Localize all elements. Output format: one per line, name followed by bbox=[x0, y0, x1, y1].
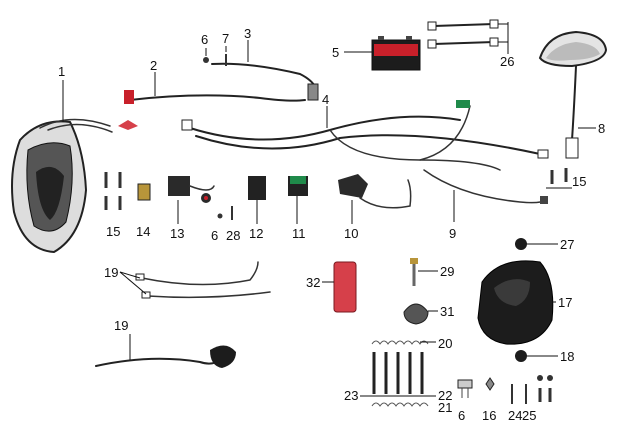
callout-3: 3 bbox=[244, 26, 251, 41]
callout-12: 12 bbox=[249, 226, 263, 241]
part-clip-23 bbox=[485, 377, 495, 391]
part-battery bbox=[371, 36, 421, 71]
callout-26a: 27 bbox=[560, 237, 574, 252]
part-headlight bbox=[11, 118, 113, 254]
callout-15b: 15 bbox=[572, 174, 586, 189]
part-relay-11 bbox=[288, 176, 308, 196]
callout-6b: 6 bbox=[211, 228, 218, 243]
callout-23: 16 bbox=[482, 408, 496, 423]
part-clips-19a bbox=[371, 340, 429, 345]
callout-20: 22 bbox=[438, 388, 452, 403]
part-main-harness bbox=[181, 100, 549, 171]
callout-2: 2 bbox=[150, 58, 157, 73]
part-screws-15b bbox=[550, 168, 568, 184]
callout-18: 31 bbox=[440, 304, 454, 319]
callout-8: 8 bbox=[598, 121, 605, 136]
part-cap-18 bbox=[403, 303, 429, 325]
part-sensor-17 bbox=[410, 258, 418, 286]
part-tail-light bbox=[538, 30, 608, 159]
callout-15a: 15 bbox=[106, 224, 120, 239]
callout-5: 5 bbox=[332, 45, 339, 60]
part-cable-9 bbox=[423, 169, 548, 204]
callout-27: 17 bbox=[558, 295, 572, 310]
callout-6c: 24 bbox=[508, 408, 522, 423]
part-cable-32 bbox=[95, 345, 236, 368]
part-battery-straps bbox=[427, 19, 499, 49]
callout-10: 10 bbox=[344, 226, 358, 241]
part-connector-22 bbox=[457, 379, 473, 398]
callout-21: 23 bbox=[344, 388, 358, 403]
callout-17: 29 bbox=[440, 264, 454, 279]
part-bolts-20 bbox=[372, 352, 424, 394]
part-clips-19b bbox=[371, 402, 429, 407]
callout-26b: 18 bbox=[560, 349, 574, 364]
part-reflector-29 bbox=[333, 261, 357, 313]
part-cable-3 bbox=[211, 62, 319, 101]
callout-22: 6 bbox=[458, 408, 465, 423]
callout-6a: 6 bbox=[201, 32, 208, 47]
callout-13: 13 bbox=[170, 226, 184, 241]
part-nuts-25 bbox=[537, 375, 553, 381]
callout-14: 14 bbox=[136, 224, 150, 239]
part-screw-6a bbox=[203, 57, 209, 63]
part-grommet-26b bbox=[515, 350, 527, 362]
part-relay-12 bbox=[248, 176, 266, 200]
callout-29: 32 bbox=[306, 275, 320, 290]
part-cables-31 bbox=[135, 261, 271, 299]
callout-30: 26 bbox=[500, 54, 514, 69]
callout-32: 19 bbox=[114, 318, 128, 333]
part-wire-harness-small bbox=[118, 90, 306, 130]
callout-16: 25 bbox=[522, 408, 536, 423]
part-grommet-26a bbox=[515, 238, 527, 250]
callout-7: 7 bbox=[222, 31, 229, 46]
callout-9: 9 bbox=[449, 226, 456, 241]
callout-4: 4 bbox=[322, 92, 329, 107]
callout-1: 1 bbox=[58, 64, 65, 79]
callout-28: 28 bbox=[226, 228, 240, 243]
part-flasher-14 bbox=[137, 183, 151, 201]
part-bolts-24 bbox=[538, 388, 552, 402]
part-screws-15a bbox=[104, 172, 122, 210]
part-screw-6b bbox=[217, 213, 223, 219]
callout-11: 11 bbox=[292, 226, 306, 241]
callout-19a: 20 bbox=[438, 336, 452, 351]
callout-19b: 21 bbox=[438, 400, 452, 415]
part-horn-10 bbox=[338, 174, 412, 209]
part-housing-27 bbox=[477, 260, 554, 345]
callout-31: 19 bbox=[104, 265, 118, 280]
part-cdi-13 bbox=[168, 176, 215, 203]
